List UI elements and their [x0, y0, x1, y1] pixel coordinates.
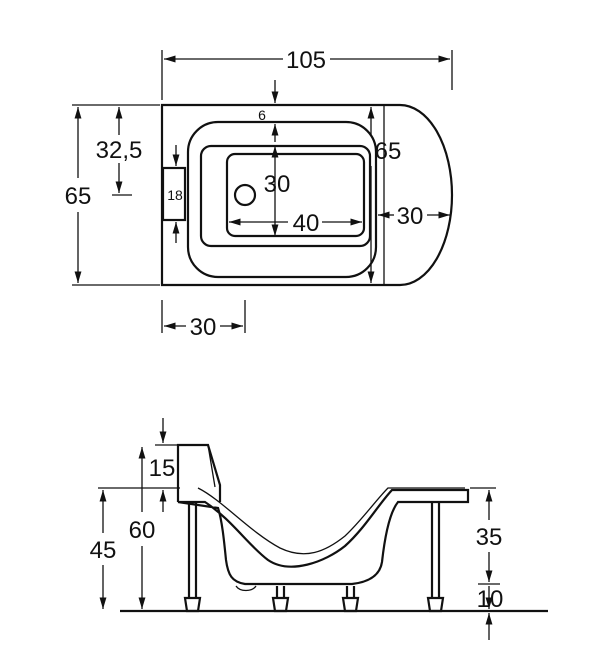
dim-basin-width: 40: [293, 210, 320, 237]
drain-hole: [233, 183, 257, 207]
dim-hinge-width: 18: [167, 187, 183, 203]
dim-front-height: 35: [476, 524, 503, 551]
top-view: 105 65 32,5 18 6 30 40 65 30: [65, 47, 454, 341]
dim-overall-width: 105: [286, 47, 326, 74]
top-view-basin: [225, 152, 366, 238]
top-view-rim: [186, 120, 378, 279]
dim-basin-depth: 30: [264, 171, 291, 198]
dim-wall-offset: 30: [190, 314, 217, 341]
top-view-outline: [160, 103, 454, 287]
dim-rim-height: 60: [129, 517, 156, 544]
dim-half-depth: 32,5: [96, 137, 143, 164]
dim-basin-to-end: 30: [397, 203, 424, 230]
top-view-bowl: [199, 144, 372, 248]
side-view: 15 60 45 35 10: [90, 418, 548, 640]
dim-drain-height: 45: [90, 537, 117, 564]
side-view-bowl-outer: [177, 488, 470, 586]
dim-bowl-depth: 65: [375, 138, 402, 165]
dim-foot-height: 10: [477, 586, 504, 613]
dim-rim-offset: 6: [258, 107, 266, 123]
dim-rim-thickness: 15: [149, 455, 176, 482]
hinge-block: [161, 166, 187, 222]
dim-overall-depth: 65: [65, 183, 92, 210]
